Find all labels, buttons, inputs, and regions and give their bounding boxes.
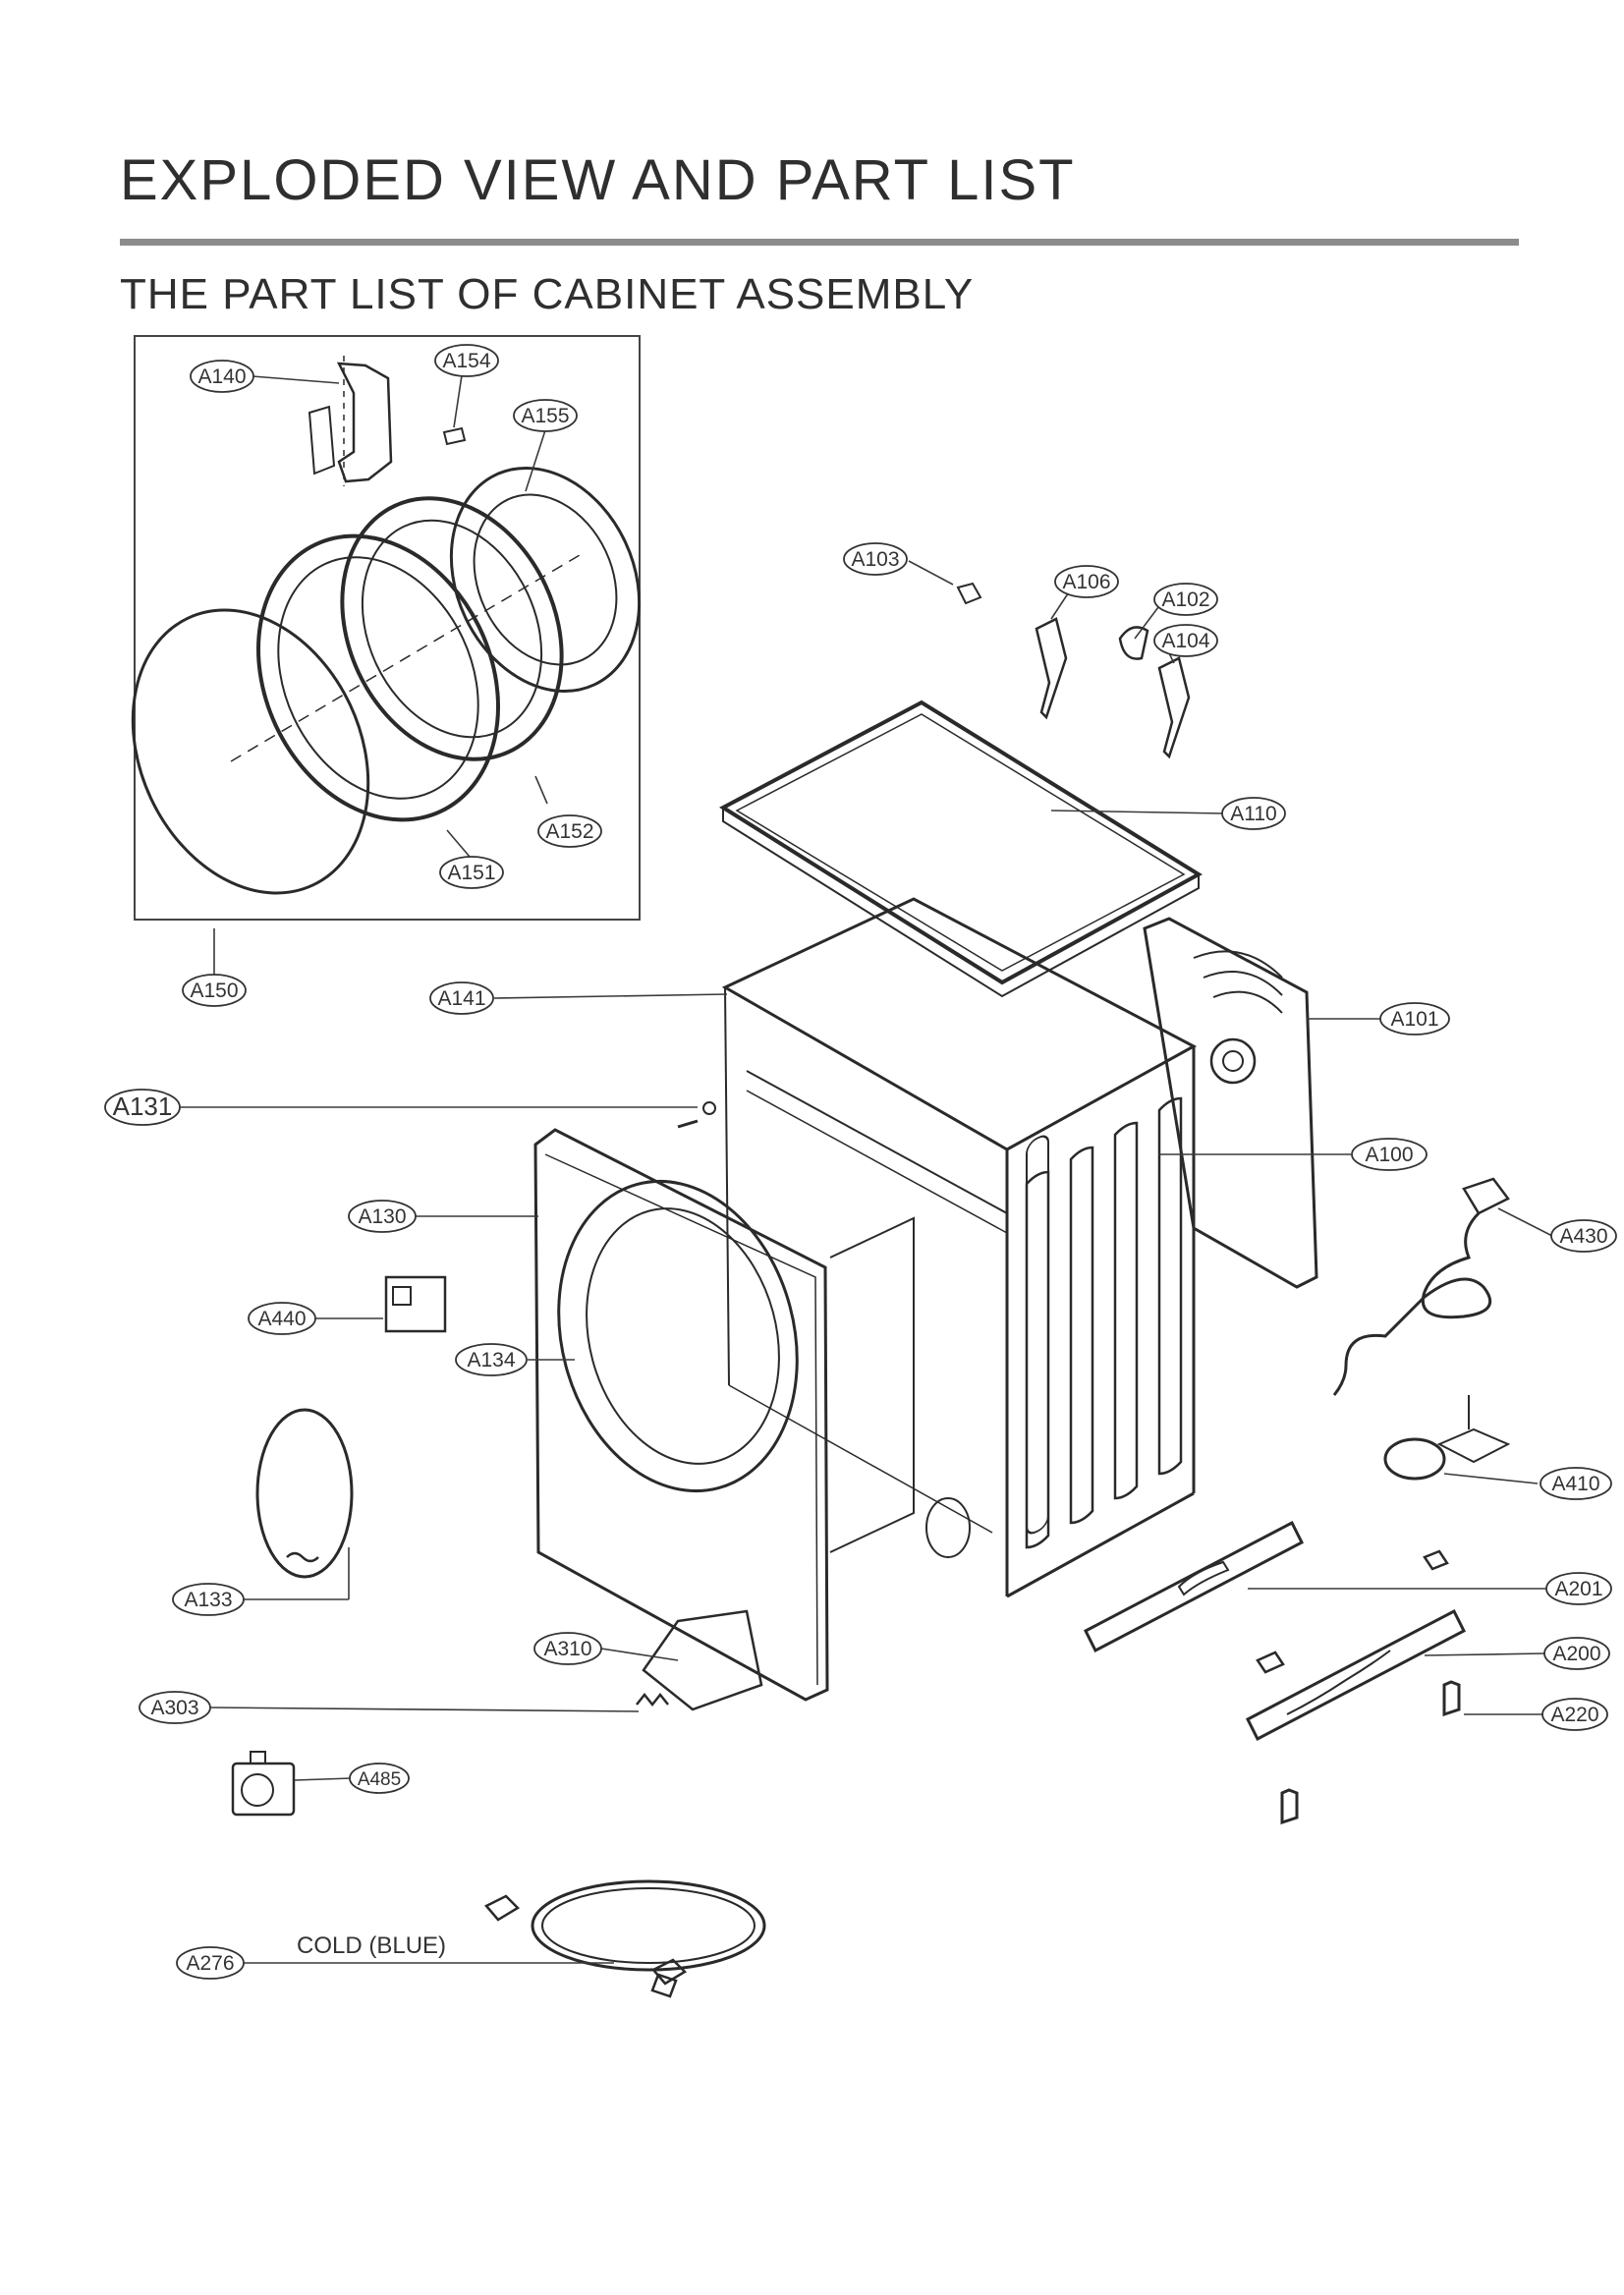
callout-a103: A103: [843, 542, 908, 576]
svg-text:A102: A102: [1161, 588, 1209, 611]
svg-text:A151: A151: [447, 862, 495, 884]
svg-text:A430: A430: [1559, 1225, 1607, 1248]
callout-a141: A141: [429, 981, 494, 1015]
callout-a440: A440: [248, 1302, 316, 1335]
callout-a130: A130: [348, 1200, 417, 1233]
front-panel-porthole: [557, 1179, 799, 1493]
callout-a102: A102: [1153, 583, 1218, 616]
svg-text:A200: A200: [1552, 1643, 1600, 1665]
callout-a140: A140: [190, 360, 254, 393]
callout-a430: A430: [1550, 1219, 1617, 1253]
hinge-part: [336, 362, 393, 483]
front-panel-part: [533, 1128, 829, 1702]
callout-a410: A410: [1540, 1467, 1612, 1500]
svg-text:A410: A410: [1551, 1473, 1599, 1495]
callout-a110: A110: [1221, 797, 1286, 830]
connector-block-part: [384, 1275, 447, 1333]
valve-cap-part: [1118, 626, 1149, 660]
svg-text:A106: A106: [1062, 571, 1110, 593]
callout-a131: A131: [104, 1089, 181, 1126]
section-subtitle: THE PART LIST OF CABINET ASSEMBLY: [120, 270, 975, 318]
svg-text:A100: A100: [1365, 1144, 1413, 1166]
svg-text:A220: A220: [1550, 1704, 1598, 1726]
callout-a150: A150: [182, 974, 247, 1007]
base-bracket-part-2: [1246, 1608, 1466, 1742]
filter-module-part: [231, 1762, 296, 1817]
callout-a220: A220: [1541, 1698, 1608, 1731]
svg-text:A440: A440: [257, 1308, 306, 1330]
callout-a155: A155: [513, 399, 578, 432]
door-clip-part: [442, 426, 467, 446]
callout-a201: A201: [1545, 1572, 1612, 1605]
svg-text:A201: A201: [1554, 1578, 1602, 1600]
callout-a200: A200: [1543, 1637, 1610, 1670]
callout-a310: A310: [533, 1632, 602, 1665]
base-bracket-part: [1084, 1520, 1304, 1653]
svg-text:A154: A154: [442, 350, 490, 372]
bracket-part: [956, 582, 982, 605]
callout-a154: A154: [434, 344, 499, 377]
spring-part: [636, 1692, 669, 1707]
door-inner-glass-part: [449, 466, 642, 694]
inlet-valve-part: [1035, 617, 1068, 720]
clamp-ring-part: [255, 1408, 354, 1579]
svg-text:A140: A140: [197, 365, 246, 388]
callout-a101: A101: [1379, 1002, 1450, 1036]
svg-text:A103: A103: [851, 548, 899, 571]
door-glass-part: [131, 608, 370, 895]
adjustable-foot-part-2: [1280, 1788, 1299, 1825]
hose-label: COLD (BLUE): [297, 1932, 446, 1959]
top-plate-part: [719, 700, 1203, 985]
adjustable-foot-part: [1442, 1680, 1461, 1717]
callout-a485: A485: [349, 1763, 410, 1794]
svg-text:A133: A133: [184, 1589, 232, 1611]
inlet-hose-part: [531, 1879, 766, 1972]
door-outer-ring-part: [256, 533, 500, 822]
svg-text:A110: A110: [1230, 803, 1277, 825]
cabinet-frame-part: [721, 897, 1198, 1151]
page-title: EXPLODED VIEW AND PART LIST: [120, 148, 1076, 212]
svg-text:A310: A310: [543, 1638, 591, 1660]
svg-text:A485: A485: [358, 1769, 401, 1790]
svg-text:A104: A104: [1161, 630, 1209, 652]
svg-text:A141: A141: [437, 987, 485, 1010]
svg-text:A303: A303: [150, 1697, 198, 1719]
svg-text:A134: A134: [467, 1349, 515, 1371]
svg-text:A130: A130: [358, 1205, 406, 1228]
door-assembly-inset: [134, 335, 641, 921]
svg-text:A152: A152: [545, 820, 593, 843]
rear-panel-part: [1143, 917, 1318, 1289]
door-inner-frame-part: [340, 496, 564, 761]
callout-a133: A133: [172, 1583, 245, 1616]
callout-a152: A152: [537, 814, 602, 848]
callout-a151: A151: [439, 856, 504, 889]
title-divider: [120, 239, 1519, 246]
screw-part: [677, 1119, 699, 1129]
callout-a134: A134: [455, 1343, 528, 1376]
svg-text:A276: A276: [186, 1952, 234, 1975]
callout-a104: A104: [1153, 624, 1218, 657]
svg-text:A131: A131: [113, 1092, 173, 1121]
detergent-drawer-part: [642, 1609, 763, 1711]
callout-a100: A100: [1351, 1138, 1428, 1171]
inlet-valve-part-2: [1157, 656, 1191, 759]
power-cord-part: [1332, 1211, 1492, 1396]
callout-a106: A106: [1054, 565, 1119, 598]
callout-a276: A276: [176, 1946, 245, 1980]
svg-text:A155: A155: [521, 405, 569, 427]
svg-text:A150: A150: [190, 980, 238, 1002]
callout-a303: A303: [139, 1691, 211, 1724]
svg-text:A101: A101: [1390, 1008, 1438, 1031]
pressure-switch-part: [1383, 1437, 1446, 1481]
